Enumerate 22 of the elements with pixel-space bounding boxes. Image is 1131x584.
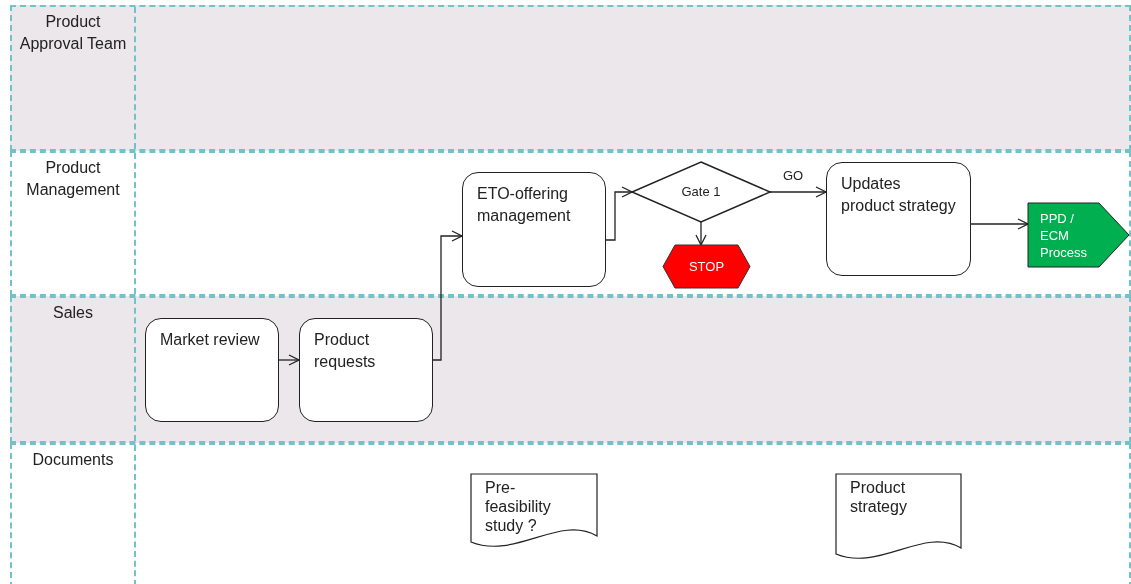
arrow [769,186,827,198]
swimlane [10,296,1131,443]
lane-header: Documents [12,445,136,584]
process-box: ETO-offering management [462,172,606,287]
swimlane [10,151,1131,296]
swimlane [10,443,1131,584]
lane-header: Product Management [12,153,136,294]
stop-hexagon: STOP [663,245,750,288]
arrow [970,218,1029,230]
decision-diamond: Gate 1 [632,162,770,222]
process-box: Updates product strategy [826,162,971,276]
arrow [432,230,463,361]
process-box: Product requests [299,318,433,422]
lane-header: Product Approval Team [12,7,136,149]
arrow [695,221,707,246]
process-box: Market review [145,318,279,422]
swimlane [10,5,1131,151]
arrow [278,354,300,366]
arrow [605,186,633,241]
process-arrow-shape: PPD / ECM Process [1028,203,1129,267]
edge-label: GO [781,168,806,183]
lane-header: Sales [12,298,136,441]
